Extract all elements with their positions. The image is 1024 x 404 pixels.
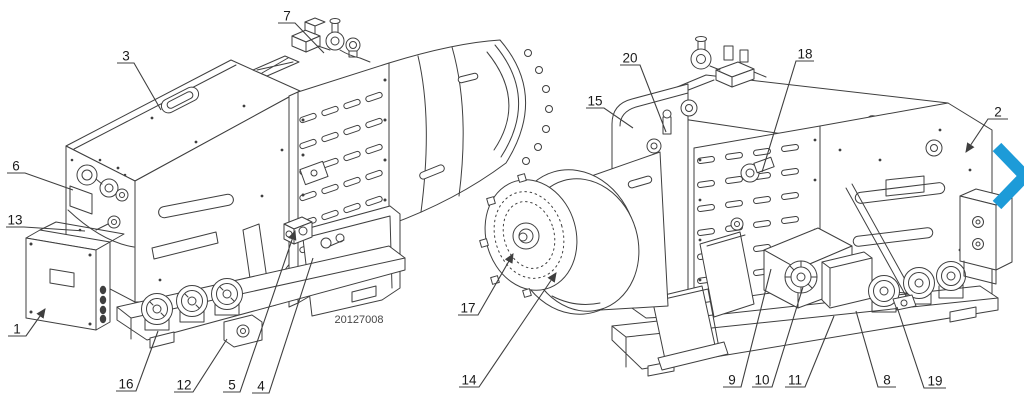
leader-line-2: [965, 118, 1008, 153]
left-motor: [388, 39, 553, 226]
callout-number-8: 8: [883, 373, 891, 388]
leader-line-4: [252, 257, 314, 394]
callout-number-19: 19: [927, 374, 942, 389]
callout-number-18: 18: [797, 47, 812, 62]
leader-line-20: [620, 64, 667, 133]
right-top-valves: [680, 36, 767, 117]
figure-code: 20127008: [335, 314, 384, 326]
left-front-pump: [67, 158, 135, 248]
callout-number-12: 12: [176, 378, 191, 393]
callout-number-6: 6: [12, 159, 20, 174]
callout-number-15: 15: [587, 94, 602, 109]
leader-line-13: [6, 226, 86, 232]
leader-line-16: [116, 330, 159, 392]
callout-number-20: 20: [622, 51, 637, 66]
right-motor: [479, 151, 669, 315]
leader-line-10: [752, 286, 804, 388]
callout-number-9: 9: [728, 373, 736, 388]
callout-number-11: 11: [788, 373, 802, 388]
callout-number-4: 4: [257, 379, 265, 394]
pump-left-drawing: [25, 17, 553, 349]
callout-number-3: 3: [122, 49, 130, 64]
left-top-valves: [291, 17, 371, 63]
leader-line-5: [223, 229, 297, 393]
leader-line-17: [458, 253, 514, 316]
right-claw-assembly: [699, 227, 873, 318]
leader-line-18: [761, 60, 814, 173]
leader-line-14: [459, 272, 557, 388]
callout-number-16: 16: [118, 377, 133, 392]
next-chevron-icon[interactable]: [992, 142, 1024, 210]
callout-number-7: 7: [283, 9, 291, 24]
leader-line-1: [8, 308, 46, 337]
leader-line-9: [723, 268, 772, 388]
leader-line-15: [586, 107, 634, 129]
callout-number-5: 5: [228, 378, 236, 393]
left-junction-box: [25, 221, 125, 331]
callout-number-2: 2: [994, 105, 1002, 120]
pump-right-drawing: [479, 36, 1013, 377]
leader-line-11: [785, 315, 835, 388]
callout-number-10: 10: [754, 373, 769, 388]
right-gauge-fittings: [845, 183, 966, 313]
leader-line-6: [7, 172, 74, 191]
callout-number-17: 17: [460, 301, 475, 316]
leader-line-19: [896, 306, 946, 389]
leader-line-7: [278, 22, 325, 54]
callout-number-1: 1: [13, 322, 21, 337]
leader-line-3: [117, 62, 162, 111]
leader-line-12: [174, 338, 228, 393]
callout-number-13: 13: [7, 213, 22, 228]
left-gauge-fittings: [141, 278, 263, 348]
callout-number-14: 14: [461, 373, 477, 388]
leader-line-8: [855, 310, 896, 388]
